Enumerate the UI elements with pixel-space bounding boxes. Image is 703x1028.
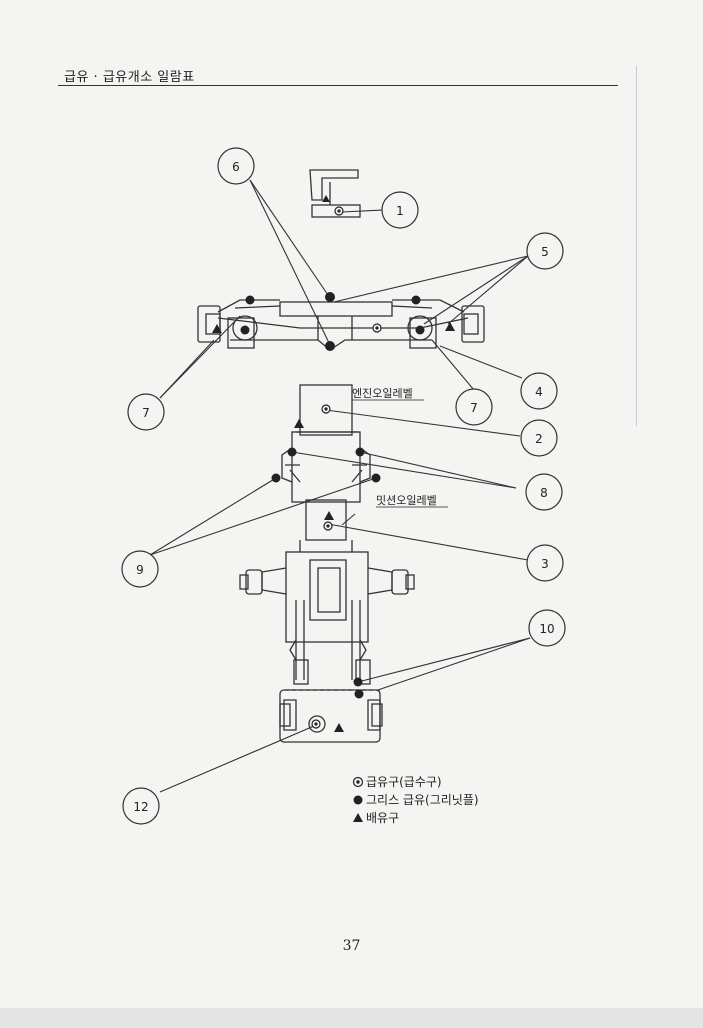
fill-ports bbox=[311, 206, 382, 729]
drain-ports bbox=[212, 195, 455, 732]
scan-edge bbox=[0, 1008, 703, 1028]
callout-1: 1 bbox=[396, 204, 404, 218]
legend-drain: 배유구 bbox=[353, 811, 399, 825]
legend-fill-port: 급유구(급수구) bbox=[352, 775, 442, 789]
callout-8: 8 bbox=[540, 486, 548, 500]
margin-rule bbox=[636, 66, 637, 426]
rear-frame bbox=[279, 600, 383, 743]
legend-grease-label: 그리스 급유(그리닛플) bbox=[366, 793, 479, 807]
drain-port-icon bbox=[353, 813, 363, 822]
callout-3: 3 bbox=[541, 557, 549, 571]
callout-2: 2 bbox=[535, 432, 543, 446]
legend-drain-label: 배유구 bbox=[366, 811, 399, 825]
callout-12: 12 bbox=[133, 800, 148, 814]
grease-point-icon bbox=[353, 795, 363, 805]
front-axle bbox=[197, 299, 485, 351]
callout-numbers: 6 1 5 7 7 4 2 8 9 3 10 12 bbox=[133, 160, 554, 814]
callout-circles bbox=[121, 147, 566, 825]
legend-fill-port-label: 급유구(급수구) bbox=[366, 775, 442, 789]
engine-block bbox=[281, 384, 371, 503]
grease-points bbox=[240, 292, 425, 699]
legend-grease: 그리스 급유(그리닛플) bbox=[353, 793, 479, 807]
callout-9: 9 bbox=[136, 563, 144, 577]
header-rule bbox=[58, 85, 618, 86]
mission-oil-level-label: 밋션오일레벨 bbox=[376, 493, 437, 507]
callout-5: 5 bbox=[541, 245, 549, 259]
leader-lines bbox=[149, 179, 531, 793]
callout-10: 10 bbox=[539, 622, 554, 636]
callout-7-left: 7 bbox=[142, 406, 150, 420]
callout-7-right: 7 bbox=[470, 401, 478, 415]
callout-6: 6 bbox=[232, 160, 240, 174]
callout-4: 4 bbox=[535, 385, 543, 399]
transmission-frame bbox=[239, 499, 415, 643]
legend: 급유구(급수구) 그리스 급유(그리닛플) 배유구 bbox=[352, 775, 479, 825]
engine-oil-level-label: 엔진오일레벨 bbox=[352, 386, 413, 400]
page-number: 37 bbox=[342, 938, 361, 954]
page-title: 급유 · 급유개소 일람표 bbox=[64, 70, 195, 85]
